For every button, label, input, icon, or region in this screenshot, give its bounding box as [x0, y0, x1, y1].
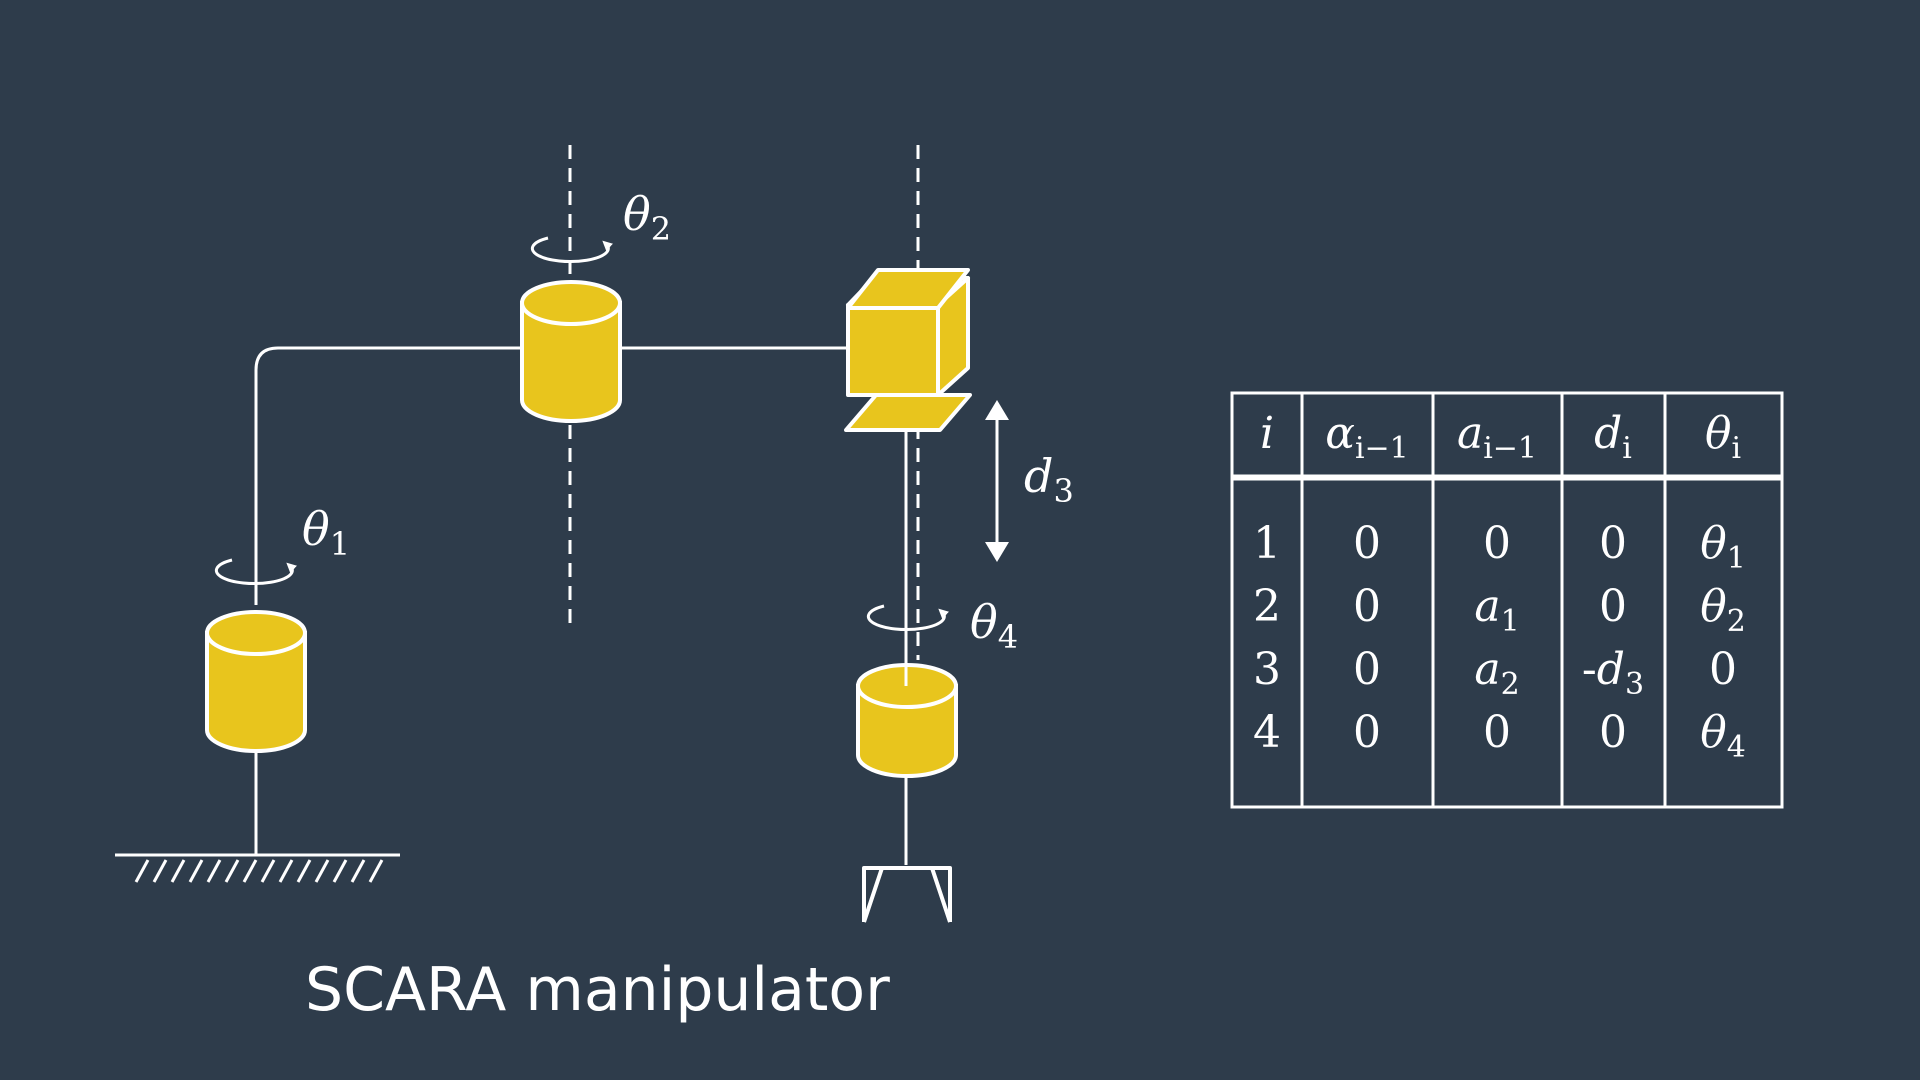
label-theta-1: θ1	[302, 502, 350, 563]
dh-cell-r2-c4: θ2	[1700, 581, 1746, 639]
joint-1-cylinder-icon	[205, 610, 307, 753]
dh-cell-r3-c1: 0	[1353, 644, 1381, 695]
rotation-arrow-2-icon	[530, 236, 614, 263]
dh-header-3: di	[1594, 408, 1632, 466]
ground-hatch-icon	[115, 853, 400, 883]
dh-cell-r2-c0: 2	[1253, 581, 1281, 632]
dh-cell-r4-c0: 4	[1253, 707, 1281, 758]
dh-header-1: αi−1	[1325, 408, 1409, 466]
label-theta-2: θ2	[623, 187, 671, 248]
dh-cell-r1-c3: 0	[1599, 518, 1627, 569]
dh-cell-r1-c4: θ1	[1700, 518, 1746, 576]
dh-cell-r2-c3: 0	[1599, 581, 1627, 632]
dh-cell-r1-c2: 0	[1483, 518, 1511, 569]
dh-cell-r4-c3: 0	[1599, 707, 1627, 758]
joint-4-cylinder-icon	[856, 663, 958, 778]
dh-header-0: i	[1260, 408, 1274, 459]
gripper-icon	[862, 866, 952, 923]
dh-cell-r1-c0: 1	[1253, 518, 1281, 569]
diagram-caption: SCARA manipulator	[305, 955, 890, 1025]
dh-cell-r1-c1: 0	[1353, 518, 1381, 569]
rotation-arrow-1-icon	[214, 558, 298, 585]
dh-cell-r2-c1: 0	[1353, 581, 1381, 632]
dh-cell-r3-c3: -d3	[1582, 644, 1644, 702]
dh-cell-r3-c4: 0	[1709, 644, 1737, 695]
rotation-arrow-4-icon	[866, 604, 950, 631]
dh-cell-r4-c4: θ4	[1700, 707, 1746, 765]
dh-header-4: θi	[1705, 408, 1741, 466]
dh-cell-r3-c2: a2	[1474, 644, 1519, 702]
links	[254, 346, 908, 865]
joint-2-cylinder-icon	[520, 280, 622, 423]
dh-cell-r2-c2: a1	[1474, 581, 1519, 639]
dh-header-2: ai−1	[1457, 408, 1537, 466]
dh-cell-r4-c2: 0	[1483, 707, 1511, 758]
label-d-3: d3	[1024, 449, 1074, 510]
dh-cell-r3-c0: 3	[1253, 644, 1281, 695]
prismatic-joint-cube-icon	[844, 268, 972, 432]
dh-table-grid	[1230, 391, 1784, 809]
label-theta-4: θ4	[970, 595, 1018, 656]
dh-cell-r4-c1: 0	[1353, 707, 1381, 758]
translation-arrow-d3-icon	[985, 400, 1009, 562]
